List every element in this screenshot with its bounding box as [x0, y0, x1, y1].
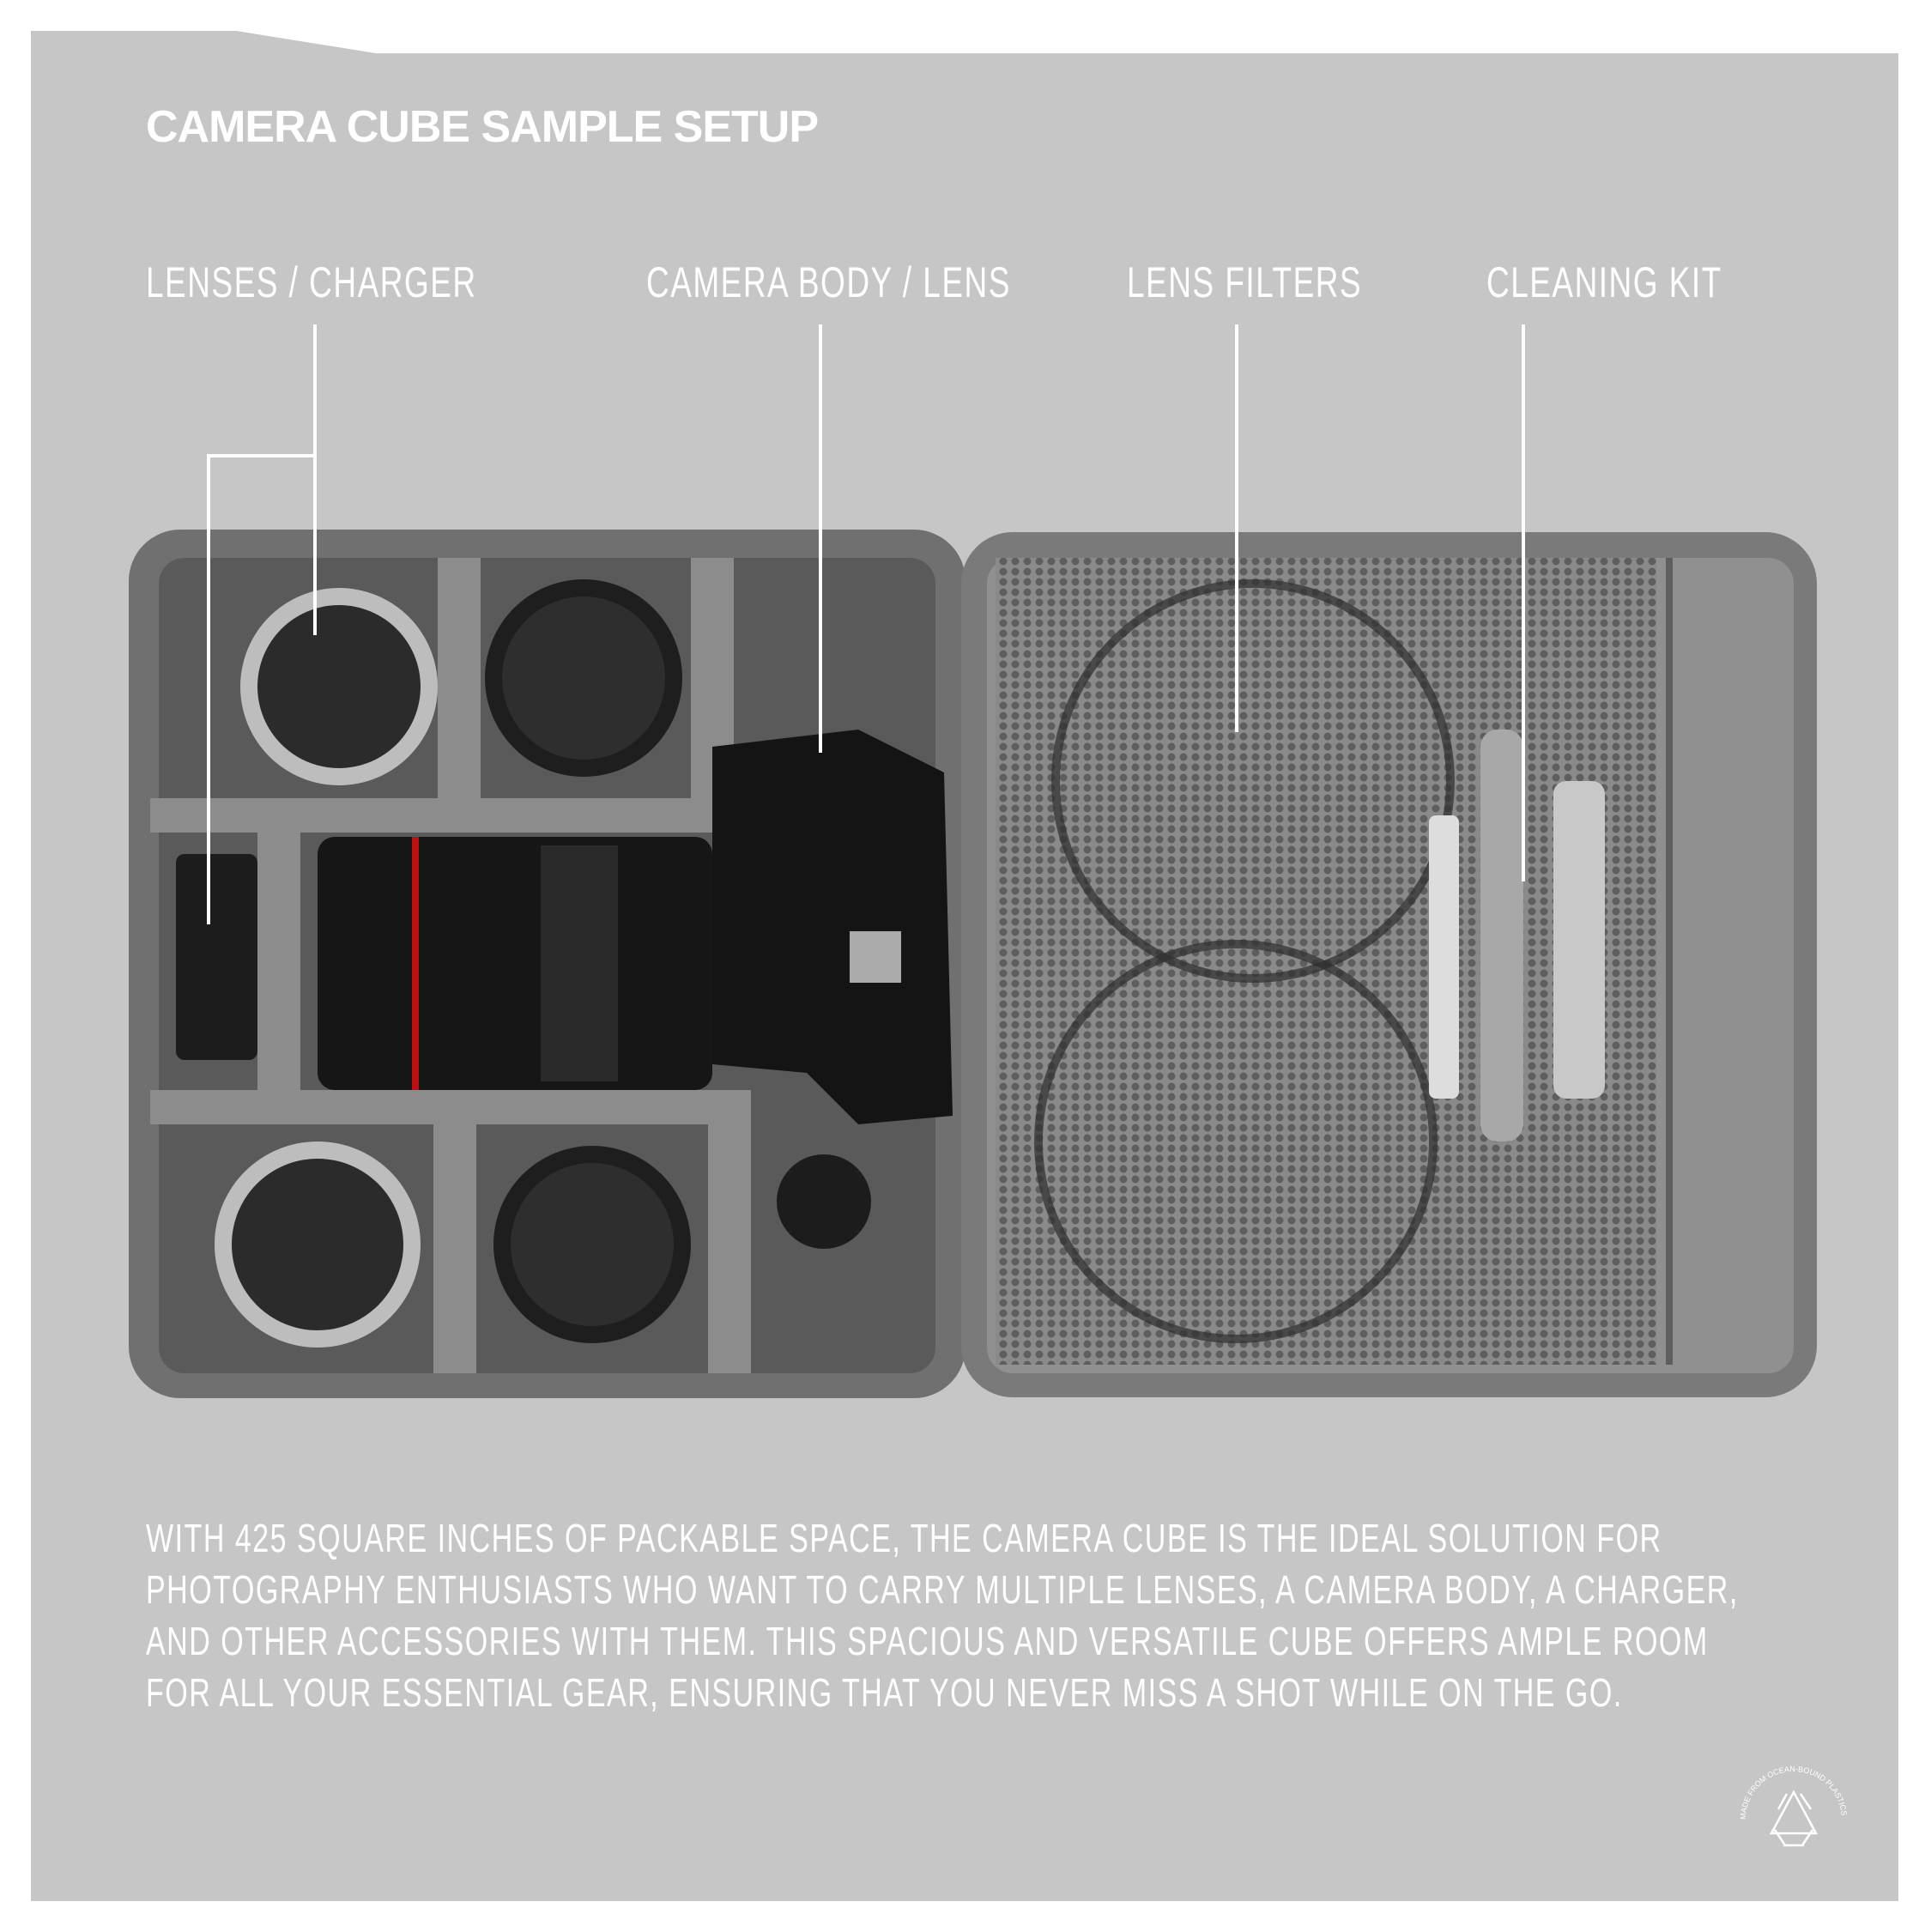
lens-cap	[215, 1142, 421, 1348]
lens-filter	[1051, 579, 1455, 983]
description-line: PHOTOGRAPHY ENTHUSIASTS WHO WANT TO CARR…	[146, 1567, 1739, 1612]
description-line: FOR ALL YOUR ESSENTIAL GEAR, ENSURING TH…	[146, 1670, 1623, 1715]
callout-charger	[207, 454, 315, 924]
zoom-lens	[318, 837, 712, 1090]
label-lenses-charger: LENSES / CHARGER	[146, 258, 477, 306]
cleaning-brush	[1429, 815, 1459, 1099]
lens-cap	[485, 579, 682, 777]
lens-pen	[1480, 730, 1523, 1142]
label-lens-filters: LENS FILTERS	[1127, 258, 1363, 306]
page-title: CAMERA CUBE SAMPLE SETUP	[146, 102, 819, 152]
callout-lines	[207, 324, 1525, 924]
description: WITH 425 SQUARE INCHES OF PACKABLE SPACE…	[146, 1512, 1739, 1718]
lens-filter	[1034, 940, 1438, 1343]
label-cleaning-kit: CLEANING KIT	[1486, 258, 1722, 306]
recycle-icon	[1769, 1790, 1819, 1847]
lens-cap	[240, 588, 438, 785]
case-left-compartment	[129, 530, 966, 1398]
air-blower	[777, 1154, 871, 1249]
description-line: WITH 425 SQUARE INCHES OF PACKABLE SPACE…	[146, 1516, 1662, 1560]
lens-cap	[493, 1146, 691, 1343]
description-line: AND OTHER ACCESSORIES WITH THEM. THIS SP…	[146, 1619, 1709, 1663]
camera-body	[712, 730, 953, 1124]
case-right-lid	[961, 532, 1817, 1397]
spray-bottle	[1553, 781, 1605, 1099]
ocean-bound-plastics-badge: MADE FROM OCEAN-BOUND PLASTICS	[1739, 1765, 1849, 1847]
charger	[176, 854, 257, 1060]
label-camera-body-lens: CAMERA BODY / LENS	[646, 258, 1011, 306]
